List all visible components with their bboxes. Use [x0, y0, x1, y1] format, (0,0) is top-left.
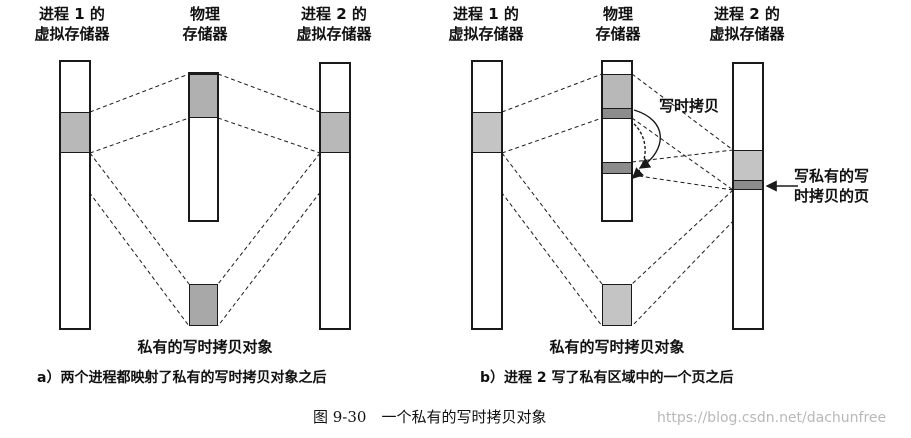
copy-on-write-label: 写时拷贝: [658, 97, 719, 115]
right-phys-label: 物理 存储器: [595, 5, 641, 43]
right-object-area: [602, 284, 632, 326]
left-proc1-label: 进程 1 的 虚拟存储器: [34, 5, 110, 43]
left-object-area: [189, 284, 218, 326]
right-proc1-label: 进程 1 的 虚拟存储器: [448, 5, 524, 43]
left-proc2-area: [320, 112, 350, 153]
right-proc1-vm: [471, 60, 503, 330]
left-phys-label: 物理 存储器: [182, 5, 228, 43]
left-caption: a）两个进程都映射了私有的写时拷贝对象之后: [37, 370, 327, 386]
left-phys-area: [189, 74, 218, 118]
watermark: https://blog.csdn.net/dachunfree: [657, 410, 887, 426]
right-caption: b）进程 2 写了私有区域中的一个页之后: [480, 370, 734, 386]
left-proc2-vm: [319, 62, 351, 330]
right-object-label: 私有的写时拷贝对象: [549, 338, 685, 356]
right-proc2-label: 进程 2 的 虚拟存储器: [709, 5, 785, 43]
left-proc1-vm: [59, 60, 91, 330]
write-page-label: 写私有的写 时拷贝的页: [794, 167, 870, 205]
left-proc1-area: [60, 112, 90, 153]
left-object-label: 私有的写时拷贝对象: [137, 338, 273, 356]
left-proc2-label: 进程 2 的 虚拟存储器: [296, 5, 372, 43]
right-proc2-written-page: [733, 180, 763, 190]
right-phys-original-page: [602, 108, 632, 119]
right-proc2-vm: [732, 62, 764, 330]
right-proc1-area: [472, 112, 502, 153]
figure-title: 图 9-30 一个私有的写时拷贝对象: [313, 408, 547, 426]
right-phys-copied-page: [602, 162, 632, 174]
